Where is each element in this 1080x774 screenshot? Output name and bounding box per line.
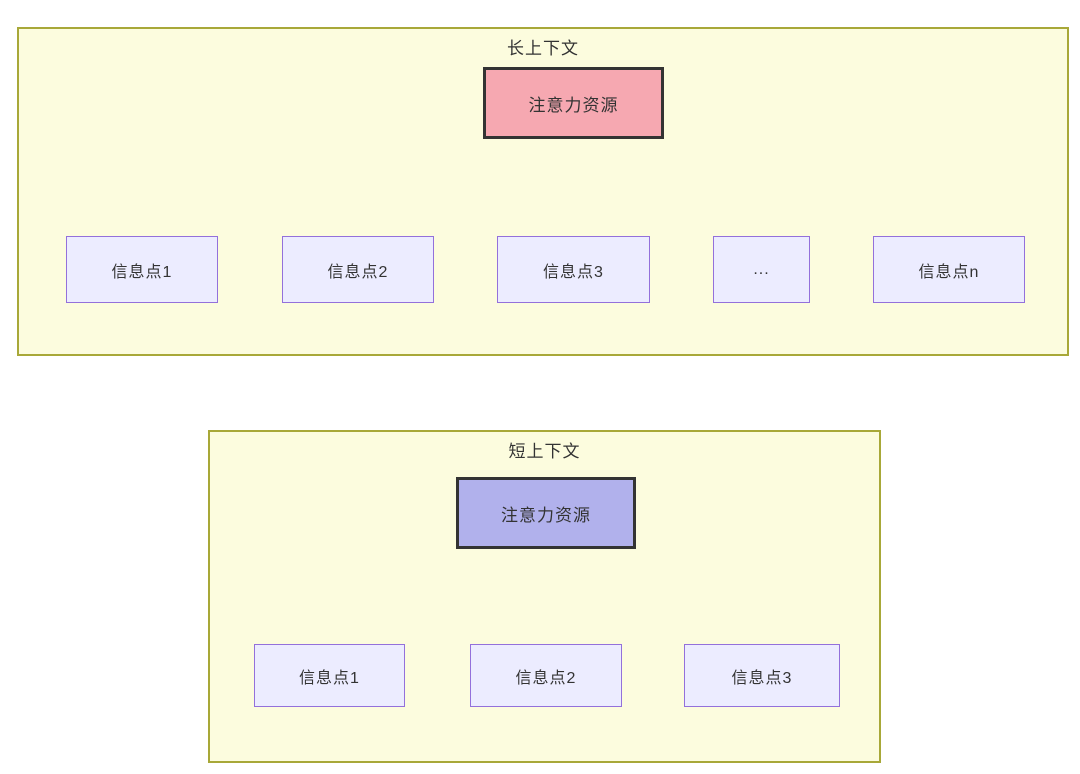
node-short-attention: 注意力资源	[456, 477, 636, 549]
node-short-info2: 信息点2	[470, 644, 622, 707]
cluster-long-context-title: 长上下文	[507, 39, 579, 58]
node-short-info3-label: 信息点3	[731, 669, 793, 687]
node-short-info1: 信息点1	[254, 644, 405, 707]
node-short-attention-label: 注意力资源	[501, 505, 591, 525]
node-long-info2: 信息点2	[282, 236, 434, 303]
node-long-dots-label: ...	[753, 260, 770, 278]
node-long-infon-label: 信息点n	[918, 263, 980, 281]
node-long-info3: 信息点3	[497, 236, 650, 303]
node-long-dots: ...	[713, 236, 810, 303]
node-long-attention-label: 注意力资源	[528, 95, 619, 115]
node-short-info3: 信息点3	[684, 644, 840, 707]
node-long-info1-label: 信息点1	[111, 263, 173, 281]
node-short-info1-label: 信息点1	[299, 669, 360, 687]
node-long-attention: 注意力资源	[483, 67, 664, 139]
node-long-info1: 信息点1	[66, 236, 218, 303]
node-long-infon: 信息点n	[873, 236, 1025, 303]
cluster-short-context-title: 短上下文	[508, 442, 581, 461]
node-short-info2-label: 信息点2	[515, 669, 577, 687]
node-long-info3-label: 信息点3	[543, 263, 604, 281]
node-long-info2-label: 信息点2	[327, 263, 389, 281]
